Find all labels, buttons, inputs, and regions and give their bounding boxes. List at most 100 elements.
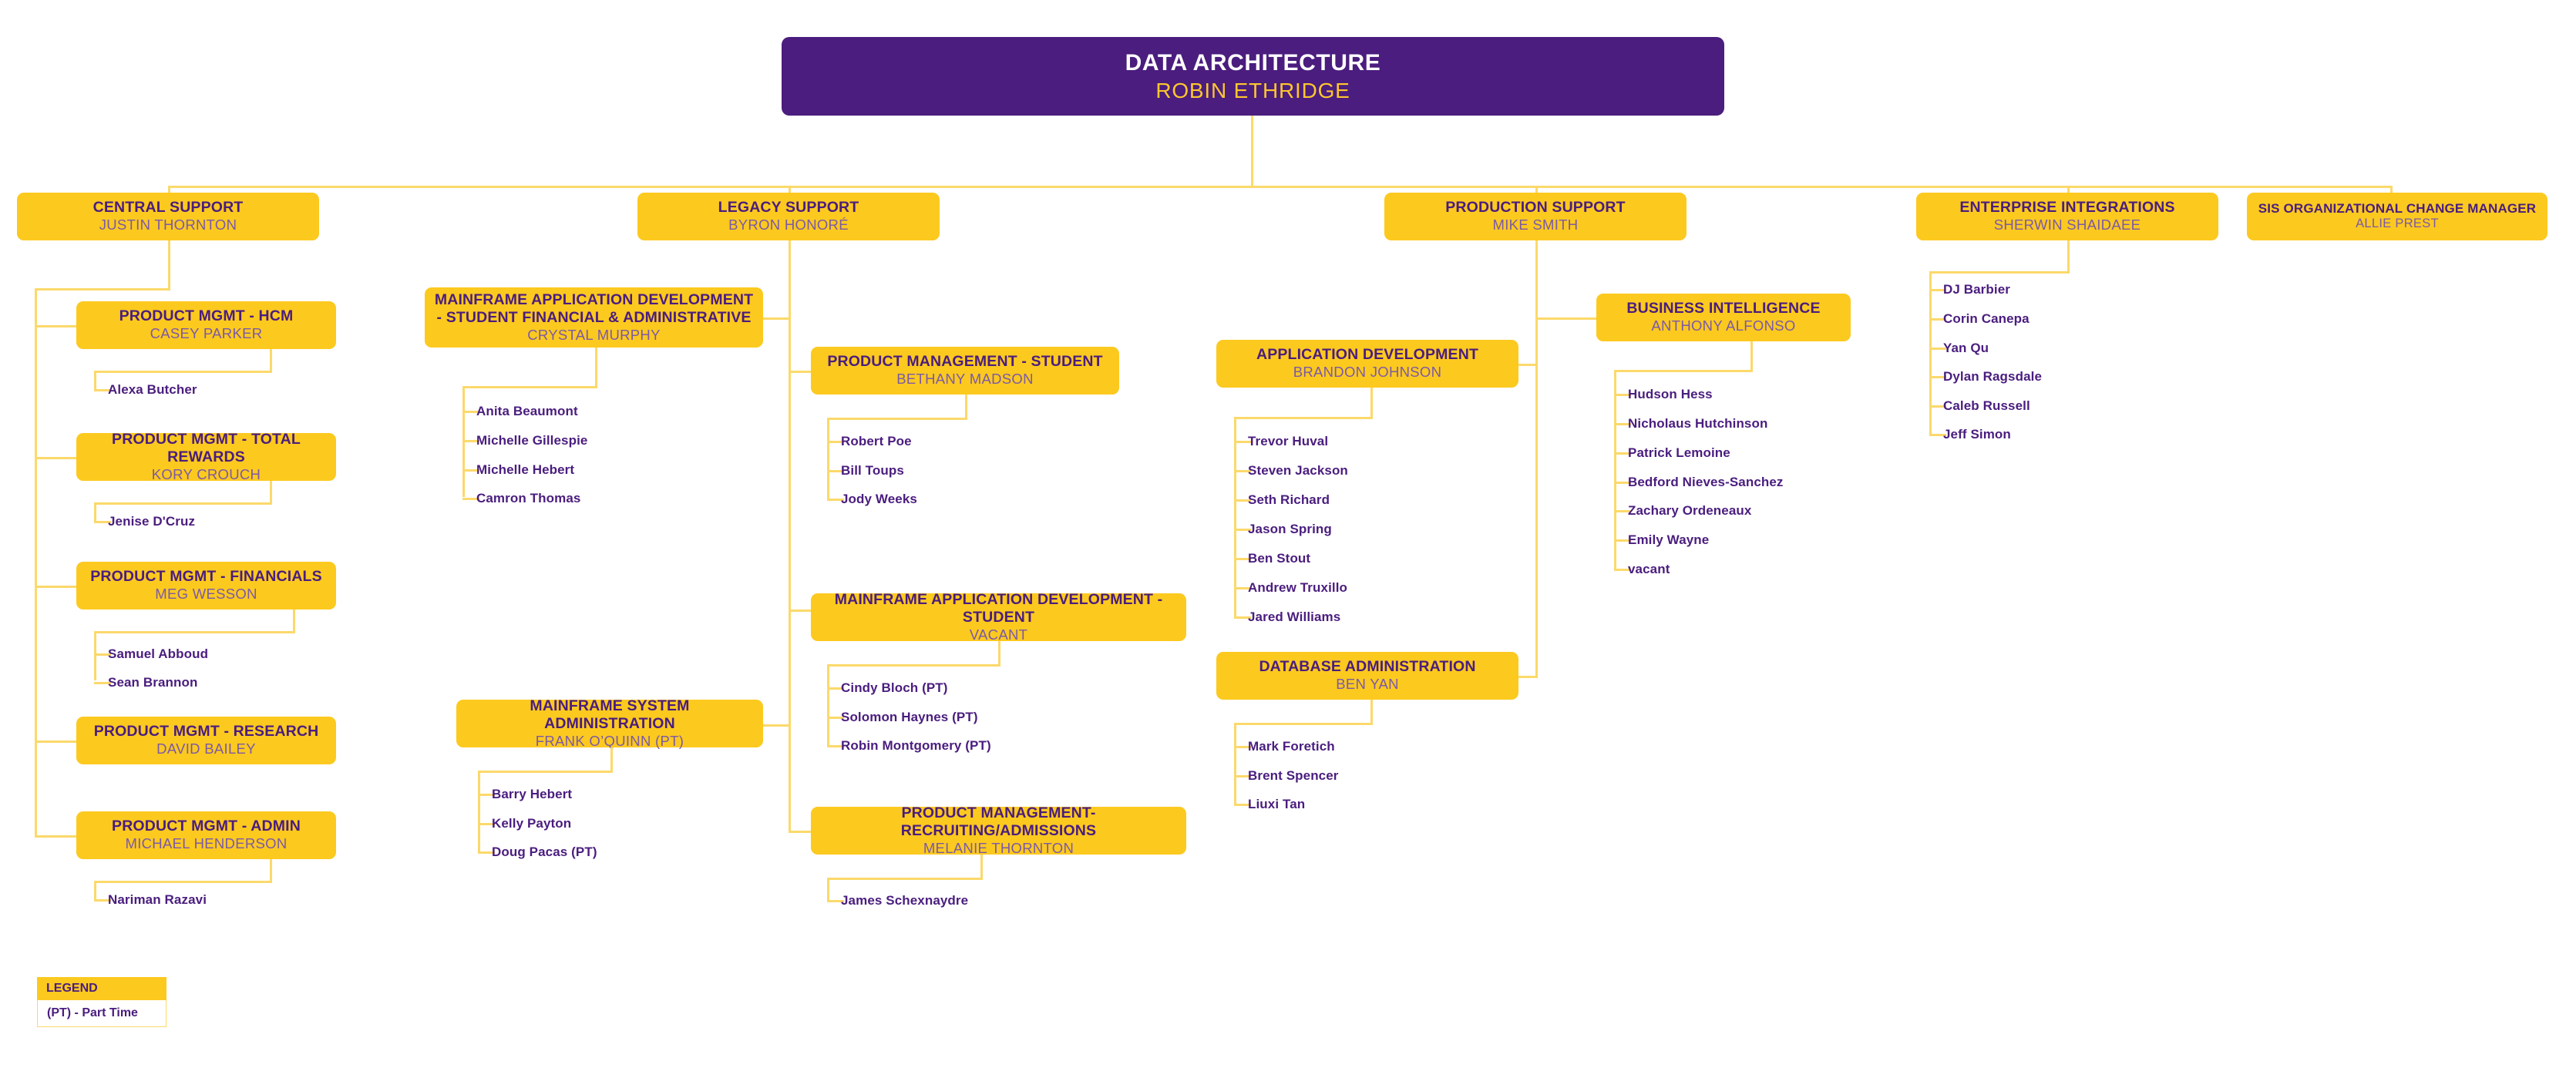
connector-pmstudent-stem	[965, 395, 967, 418]
connector-mfsa-leaf-2	[478, 823, 495, 825]
unit-box-business-intelligence[interactable]: BUSINESS INTELLIGENCE ANTHONY ALFONSO	[1596, 294, 1851, 341]
staff-name: Zachary Ordeneaux	[1628, 503, 1752, 518]
unit-box-product-management-recruiting-admissions[interactable]: PRODUCT MANAGEMENT- RECRUITING/ADMISSION…	[811, 804, 1186, 856]
staff-name: Bedford Nieves-Sanchez	[1628, 475, 1784, 489]
connector-legacy-branch-4	[789, 610, 812, 612]
legend-heading: LEGEND	[37, 977, 166, 1000]
staff-name: Nariman Razavi	[108, 892, 207, 907]
staff-name: Patrick Lemoine	[1628, 445, 1730, 460]
connector-bi-leaf-7	[1614, 569, 1631, 571]
unit-box-product-mgmt-financials[interactable]: PRODUCT MGMT - FINANCIALS MEG WESSON	[76, 562, 336, 610]
connector-totalrewards-leaf-1	[94, 521, 111, 523]
connector-appdev-elbow	[1234, 417, 1373, 419]
unit-manager-name: BRANDON JOHNSON	[1293, 364, 1442, 381]
unit-manager-name: BETHANY MADSON	[896, 371, 1034, 388]
root-title: DATA ARCHITECTURE	[1125, 49, 1381, 76]
staff-name: Ben Stout	[1248, 551, 1311, 566]
connector-bi-stem	[1750, 341, 1753, 370]
unit-manager-name: MICHAEL HENDERSON	[125, 835, 288, 852]
staff-name: Seth Richard	[1248, 492, 1330, 507]
unit-manager-name: CASEY PARKER	[150, 325, 263, 342]
staff-name: Jenise D'Cruz	[108, 514, 196, 529]
connector-bi-leaf-4	[1614, 482, 1631, 484]
unit-title: PRODUCT MANAGEMENT- RECRUITING/ADMISSION…	[900, 804, 1097, 839]
staff-name: Caleb Russell	[1943, 398, 2030, 413]
division-box-legacy-support[interactable]: LEGACY SUPPORT BYRON HONORÉ	[637, 193, 940, 240]
unit-title: MAINFRAME APPLICATION DEVELOPMENT - STUD…	[434, 290, 754, 326]
connector-mfadsf-leaf-2	[462, 440, 479, 442]
connector-financials-elbow	[94, 631, 295, 633]
division-title: LEGACY SUPPORT	[718, 199, 859, 217]
unit-title: PRODUCT MGMT - FINANCIALS	[90, 568, 322, 586]
connector-legacy-branch-3	[789, 371, 812, 373]
connector-mfsa-stem	[610, 747, 613, 771]
connector-root-bus	[168, 186, 2390, 188]
connector-drop-production	[1535, 186, 1538, 193]
staff-name: Jeff Simon	[1943, 427, 2011, 442]
division-box-central-support[interactable]: CENTRAL SUPPORT JUSTIN THORNTON	[17, 193, 319, 240]
connector-admin-leaf-1	[94, 899, 111, 902]
unit-manager-name: DAVID BAILEY	[156, 740, 256, 757]
unit-box-mainframe-app-dev-student-financial[interactable]: MAINFRAME APPLICATION DEVELOPMENT - STUD…	[425, 287, 763, 348]
unit-box-application-development[interactable]: APPLICATION DEVELOPMENT BRANDON JOHNSON	[1216, 340, 1518, 388]
connector-totalrewards-stem	[270, 481, 272, 502]
unit-box-product-management-student[interactable]: PRODUCT MANAGEMENT - STUDENT BETHANY MAD…	[811, 347, 1119, 395]
connector-mfadsf-leaf-1	[462, 411, 479, 413]
staff-name: Bill Toups	[841, 463, 904, 478]
unit-title: PRODUCT MGMT - ADMIN	[112, 818, 301, 835]
connector-pmstudent-leaf-1	[827, 441, 844, 443]
staff-name: Jody Weeks	[841, 492, 917, 506]
unit-title: MAINFRAME APPLICATION DEVELOPMENT - STUD…	[834, 590, 1163, 626]
connector-central-branch-4	[35, 740, 77, 743]
connector-central-branch-2	[35, 457, 77, 459]
connector-appdev-leaf-3	[1234, 499, 1251, 502]
connector-mfads-spine	[827, 664, 829, 746]
connector-mfadsf-elbow	[462, 386, 597, 388]
division-manager-name: ALLIE PREST	[2356, 217, 2439, 231]
legend-entry-part-time: (PT) - Part Time	[37, 1000, 166, 1027]
staff-name: Kelly Payton	[492, 816, 572, 831]
connector-dba-elbow	[1234, 723, 1373, 725]
unit-box-mainframe-system-administration[interactable]: MAINFRAME SYSTEM ADMINISTRATION FRANK O’…	[456, 697, 763, 749]
staff-name: vacant	[1628, 562, 1670, 576]
division-box-sis-org-change-manager[interactable]: SIS ORGANIZATIONAL CHANGE MANAGER ALLIE …	[2247, 193, 2547, 240]
connector-bi-leaf-5	[1614, 510, 1631, 512]
connector-enterprise-spine	[1929, 271, 1932, 435]
connector-admin-spine	[94, 881, 96, 901]
connector-drop-sis	[2390, 186, 2393, 193]
connector-production-branch-dba	[1518, 676, 1538, 678]
division-box-production-support[interactable]: PRODUCTION SUPPORT MIKE SMITH	[1384, 193, 1687, 240]
connector-hcm-stem	[270, 349, 272, 371]
connector-appdev-leaf-2	[1234, 470, 1251, 472]
unit-title: BUSINESS INTELLIGENCE	[1626, 300, 1821, 317]
unit-box-product-mgmt-hcm[interactable]: PRODUCT MGMT - HCM CASEY PARKER	[76, 301, 336, 349]
staff-name: Robert Poe	[841, 434, 912, 448]
unit-box-database-administration[interactable]: DATABASE ADMINISTRATION BEN YAN	[1216, 652, 1518, 700]
unit-manager-name: CRYSTAL MURPHY	[527, 326, 661, 343]
staff-name: Brent Spencer	[1248, 768, 1339, 783]
staff-name: Michelle Gillespie	[476, 433, 588, 448]
connector-mfadsf-leaf-4	[462, 498, 479, 500]
staff-name: Steven Jackson	[1248, 463, 1348, 478]
connector-mfsa-leaf-3	[478, 851, 495, 854]
connector-appdev-leaf-6	[1234, 587, 1251, 589]
connector-bi-spine	[1614, 370, 1616, 569]
connector-pmstudent-leaf-2	[827, 470, 844, 472]
unit-box-product-mgmt-admin[interactable]: PRODUCT MGMT - ADMIN MICHAEL HENDERSON	[76, 811, 336, 859]
connector-pmstudent-elbow	[827, 418, 967, 420]
connector-enterprise-leaf-3	[1929, 348, 1946, 350]
legend: LEGEND (PT) - Part Time	[37, 977, 166, 1027]
unit-box-mainframe-app-dev-student[interactable]: MAINFRAME APPLICATION DEVELOPMENT - STUD…	[811, 590, 1186, 643]
staff-name: Nicholaus Hutchinson	[1628, 416, 1768, 431]
division-box-enterprise-integrations[interactable]: ENTERPRISE INTEGRATIONS SHERWIN SHAIDAEE	[1916, 193, 2218, 240]
root-node-data-architecture[interactable]: DATA ARCHITECTURE ROBIN ETHRIDGE	[782, 37, 1724, 116]
connector-appdev-leaf-1	[1234, 441, 1251, 443]
unit-box-product-mgmt-total-rewards[interactable]: PRODUCT MGMT - TOTAL REWARDS KORY CROUCH	[76, 431, 336, 482]
connector-appdev-leaf-4	[1234, 529, 1251, 531]
connector-enterprise-elbow	[1929, 271, 2070, 274]
unit-box-product-mgmt-research[interactable]: PRODUCT MGMT - RESEARCH DAVID BAILEY	[76, 717, 336, 764]
connector-financials-leaf-1	[94, 653, 111, 656]
connector-drop-enterprise	[2067, 186, 2070, 193]
connector-totalrewards-spine	[94, 502, 96, 522]
